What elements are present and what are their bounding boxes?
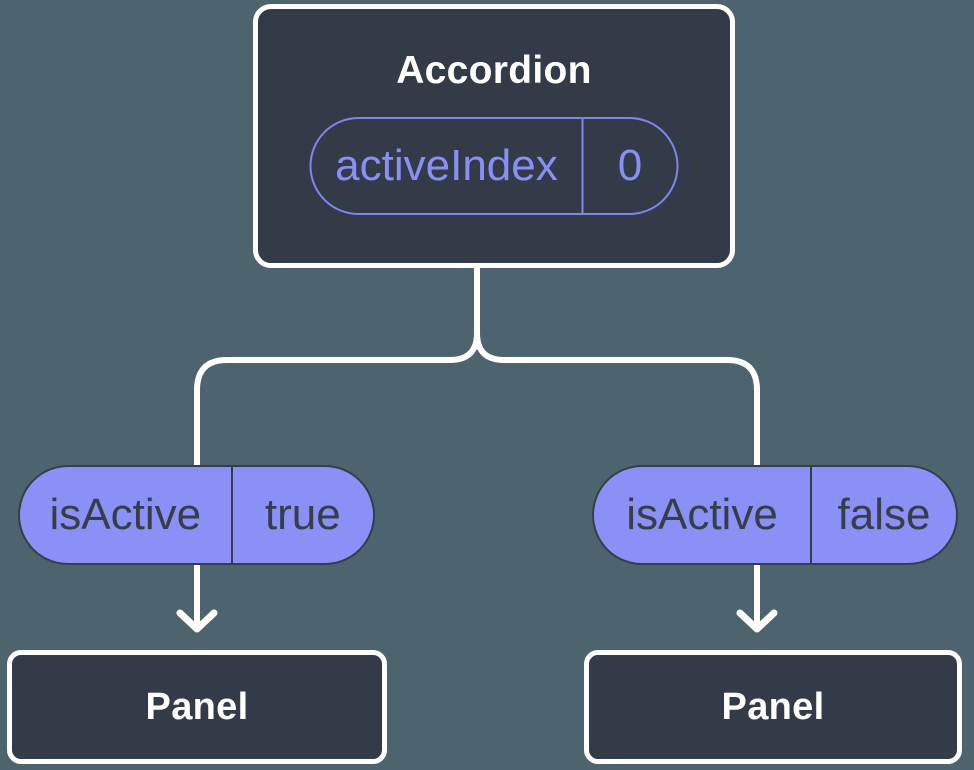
- arrowhead-right-icon: [736, 609, 778, 633]
- prop-pill-isactive-true: isActive true: [18, 465, 375, 565]
- prop-pill-value: true: [264, 490, 341, 539]
- prop-pill-value: false: [837, 490, 931, 539]
- panel-node-right: Panel: [584, 650, 962, 764]
- arrowhead-left-icon: [176, 609, 218, 633]
- state-pill-active-index: activeIndex 0: [309, 117, 679, 215]
- prop-pill-name: isActive: [594, 467, 812, 563]
- branch-line-right: [474, 332, 760, 626]
- panel-node-title: Panel: [721, 685, 825, 728]
- prop-pill-name: isActive: [20, 467, 233, 563]
- accordion-node: Accordion activeIndex 0: [253, 4, 735, 268]
- panel-node-title: Panel: [145, 685, 249, 728]
- branch-line-left: [194, 258, 480, 626]
- state-pill-name: activeIndex: [312, 119, 584, 213]
- accordion-node-title: Accordion: [396, 49, 592, 92]
- panel-node-left: Panel: [7, 650, 387, 764]
- state-pill-value: 0: [617, 141, 643, 190]
- prop-pill-isactive-false: isActive false: [592, 465, 958, 565]
